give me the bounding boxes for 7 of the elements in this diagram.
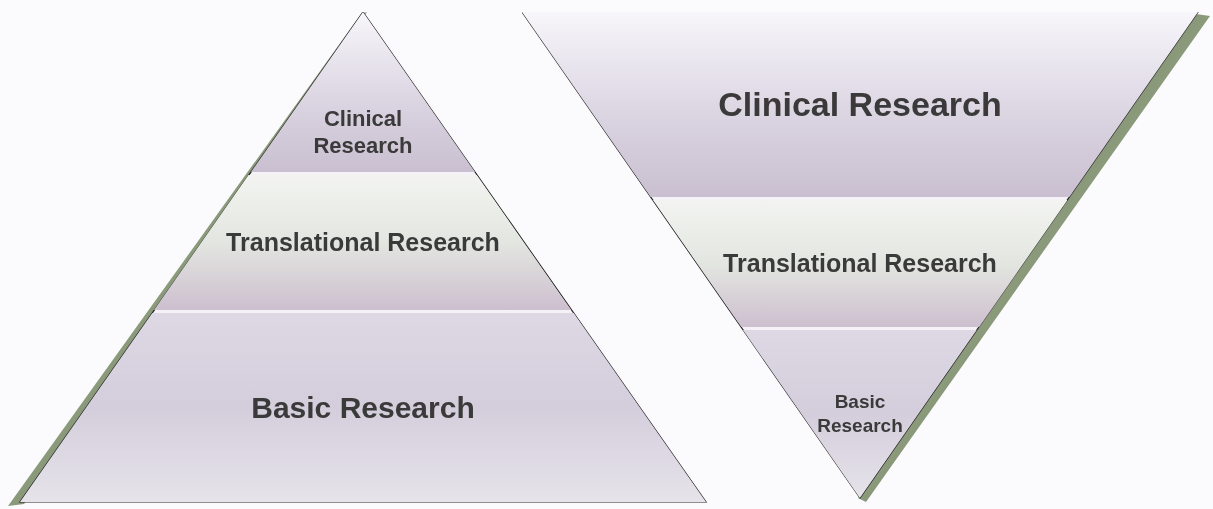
- band-label: Clinical Research: [312, 104, 414, 160]
- band-label: Translational Research: [723, 247, 997, 279]
- band-label: Basic Research: [251, 389, 475, 426]
- triangle-shape: [522, 12, 1212, 502]
- band-label: Basic Research: [816, 390, 904, 438]
- band-label: Translational Research: [226, 226, 500, 258]
- band-label: Clinical Research: [718, 84, 1002, 126]
